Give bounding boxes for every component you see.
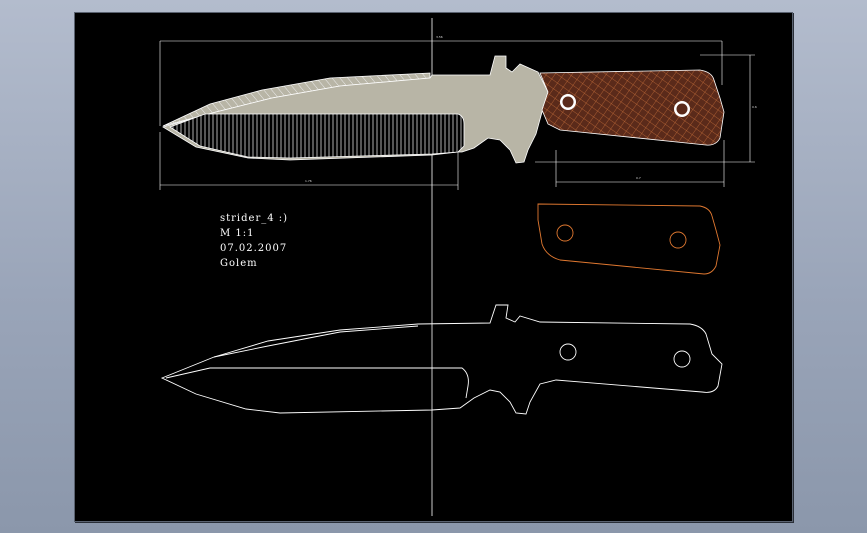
overall-length-dim: 3.56 [436, 35, 443, 39]
handle-bolt-rear [674, 101, 690, 117]
knife-outline [160, 304, 723, 415]
blade-edge-serration [169, 113, 465, 159]
handle-height-dim: 0.6 [752, 105, 757, 109]
drawing-author: Golem [220, 258, 258, 269]
dimension-lines [159, 40, 755, 190]
handle-length-dim: 0.7 [636, 176, 641, 180]
handle-scale-outline [537, 203, 721, 275]
drawing-name: strider_4 :) [220, 213, 288, 224]
handle-grip [539, 69, 725, 146]
drawing-date: 07.02.2007 [220, 243, 287, 254]
title-block: strider_4 :) M 1:1 07.02.2007 Golem [220, 213, 288, 269]
handle-bolt-front [560, 94, 576, 110]
drawing-scale: M 1:1 [220, 228, 255, 239]
blade-length-dim: 1.76 [305, 179, 312, 183]
